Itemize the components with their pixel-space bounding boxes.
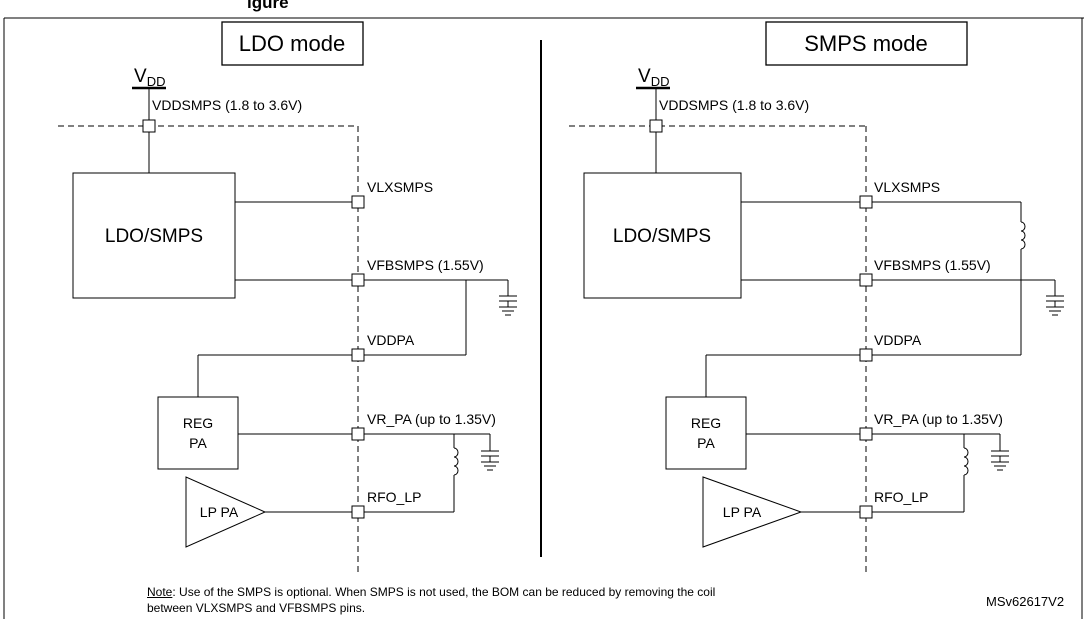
inductor-coil-pa xyxy=(963,447,969,476)
reg-pa-label-2: PA xyxy=(697,435,715,451)
pin-label-vlxsmps: VLXSMPS xyxy=(367,179,433,195)
footnote-line-2: between VLXSMPS and VFBSMPS pins. xyxy=(147,601,366,615)
mode-label-box xyxy=(221,21,364,66)
vdd-label: VDD xyxy=(134,66,165,89)
footnote-line-1: Note: Use of the SMPS is optional. When … xyxy=(147,584,715,600)
pin-label-vrpa: VR_PA (up to 1.35V) xyxy=(367,411,496,427)
vdd-subscript: DD xyxy=(147,74,166,89)
lp-pa-label: LP PA xyxy=(200,504,239,520)
reg-pa-label-1: REG xyxy=(183,415,213,431)
pin-label-vddpa: VDDPA xyxy=(367,332,415,348)
vdd-label: VDD xyxy=(638,66,669,89)
pin-vlxsmps xyxy=(351,195,365,209)
lp-pa-amplifier xyxy=(185,476,267,548)
pin-label-rfolp: RFO_LP xyxy=(874,489,928,505)
vdd-subscript: DD xyxy=(651,74,670,89)
smps-panel: SMPS mode VDD VDDSMPS (1.8 to 3.6V) LDO/… xyxy=(569,21,1064,575)
title-fragment: igure xyxy=(247,0,289,12)
pin-vfbsmps xyxy=(351,273,365,287)
footnote: Note: Use of the SMPS is optional. When … xyxy=(147,584,715,616)
pin-label-vddsmps: VDDSMPS (1.8 to 3.6V) xyxy=(659,97,809,113)
lp-pa-label: LP PA xyxy=(723,504,762,520)
mode-label-box xyxy=(765,21,968,66)
pin-label-vlxsmps: VLXSMPS xyxy=(874,179,940,195)
reg-pa-block xyxy=(665,396,747,470)
inductor-coil-pa xyxy=(453,447,459,476)
footnote-text-1: : Use of the SMPS is optional. When SMPS… xyxy=(172,585,716,599)
pin-vddpa xyxy=(859,348,873,362)
pin-vfbsmps xyxy=(859,273,873,287)
pin-vrpa xyxy=(859,427,873,441)
vdd-main: V xyxy=(134,66,147,87)
pin-vddsmps xyxy=(649,119,663,133)
pin-rfolp xyxy=(351,505,365,519)
pin-label-vddpa: VDDPA xyxy=(874,332,922,348)
pin-label-vrpa: VR_PA (up to 1.35V) xyxy=(874,411,1003,427)
reg-pa-block xyxy=(157,396,239,470)
mode-label: LDO mode xyxy=(239,31,345,56)
pin-vddsmps xyxy=(142,119,156,133)
vdd-main: V xyxy=(638,66,651,87)
ldo-panel: LDO mode VDD VDDSMPS (1.8 to 3.6V) LDO/S… xyxy=(58,21,517,575)
pin-label-vfbsmps: VFBSMPS (1.55V) xyxy=(874,257,991,273)
ldo-smps-block xyxy=(72,172,236,299)
pin-vlxsmps xyxy=(859,195,873,209)
footnote-prefix: Note xyxy=(147,585,173,599)
pin-label-vddsmps: VDDSMPS (1.8 to 3.6V) xyxy=(152,97,302,113)
lp-pa-amplifier xyxy=(702,476,803,548)
figure-reference-id: MSv62617V2 xyxy=(986,594,1065,609)
reg-pa-label-1: REG xyxy=(691,415,721,431)
inductor-coil-smps xyxy=(1020,221,1026,250)
ldo-smps-label: LDO/SMPS xyxy=(613,226,711,247)
pin-vddpa xyxy=(351,348,365,362)
pin-label-vfbsmps: VFBSMPS (1.55V) xyxy=(367,257,484,273)
pin-vrpa xyxy=(351,427,365,441)
pin-label-rfolp: RFO_LP xyxy=(367,489,421,505)
pin-rfolp xyxy=(859,505,873,519)
ldo-smps-label: LDO/SMPS xyxy=(105,226,203,247)
mode-label: SMPS mode xyxy=(804,31,928,56)
reg-pa-label-2: PA xyxy=(189,435,207,451)
ldo-smps-block xyxy=(583,172,742,299)
